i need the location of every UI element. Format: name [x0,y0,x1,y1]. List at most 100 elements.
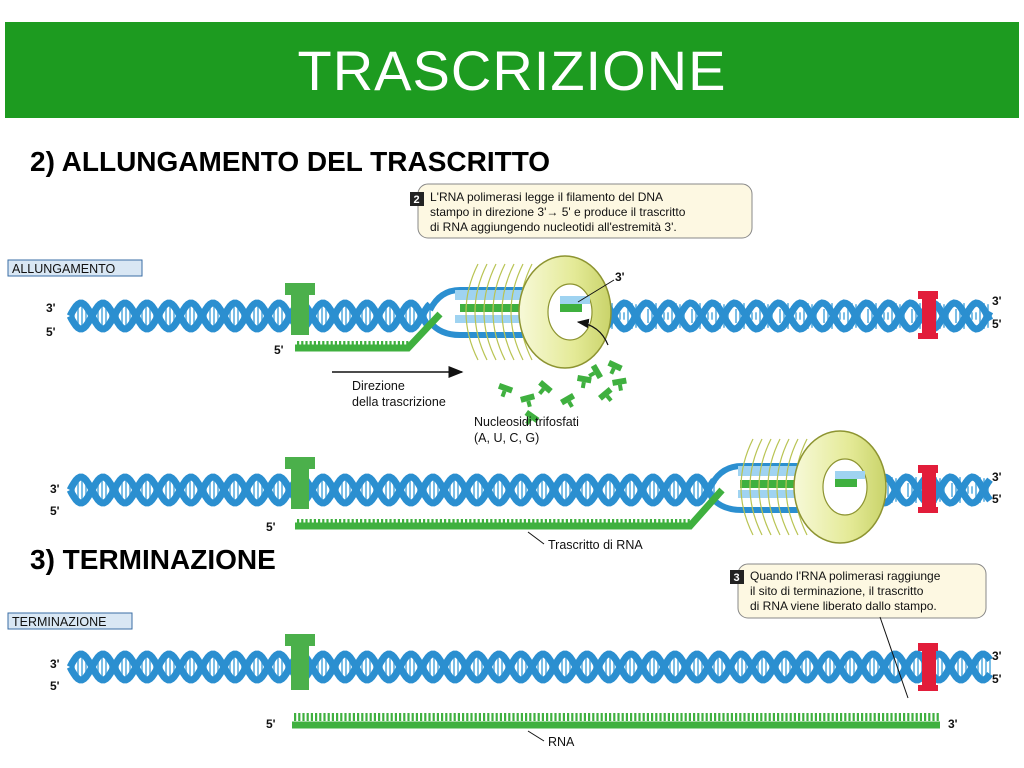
rna-nucleotide [319,713,322,721]
callout-3-line-1: Quando l'RNA polimerasi raggiunge [750,569,941,583]
rna-nucleotide [554,713,557,721]
heading-termination: 3) TERMINAZIONE [30,544,276,575]
rna-nucleotide [575,713,578,721]
row2-right-bottom-end: 5' [992,492,1002,506]
rna-nucleotide [628,519,631,527]
rna-nucleotide [634,713,637,721]
title-bar: TRASCRIZIONE [5,22,1019,118]
rna-nucleotide [441,713,444,721]
rna-nucleotide [642,713,645,721]
rna-nucleotide [322,519,325,527]
rna-nucleotide [869,713,872,721]
rna-nucleotide [452,519,455,527]
rna-nucleotide [523,519,526,527]
rna-nucleotide [507,519,510,527]
rna-nucleotide [852,713,855,721]
rna-nucleotide [814,713,817,721]
rna-nucleotide [592,713,595,721]
nucleoside-triphosphates [497,360,627,425]
rna-nucleotide [339,519,342,527]
rna-nucleotide [924,713,927,721]
rna-nucleotide [684,713,687,721]
rna-nucleotide [394,713,397,721]
rna-nucleotide [544,519,547,527]
rna-nucleotide [330,519,333,527]
rna-nucleotide [360,519,363,527]
rna-nucleotide [372,341,375,349]
rna-nucleotide [624,519,627,527]
rna-nucleotide [603,519,606,527]
rna-nucleotide [511,519,514,527]
rna-nucleotide [571,713,574,721]
callout-2-line-3: di RNA aggiungendo nucleotidi all'estrem… [430,220,677,234]
rna-nucleotide [449,713,452,721]
rna-nucleotide [305,341,308,349]
rna-nucleotide [582,519,585,527]
rna-nucleotide [894,713,897,721]
rna-nucleotide [403,713,406,721]
box-label-allungamento-text: ALLUNGAMENTO [12,262,116,276]
rna-nucleotide [343,341,346,349]
rna-nucleotide [701,713,704,721]
rna-nucleotide [672,713,675,721]
rna-nucleotide [709,713,712,721]
dna-helix-row3 [66,650,993,684]
rna-nucleotide [919,713,922,721]
rna-nucleotide [361,713,364,721]
rna-nucleotide [414,519,417,527]
rna-nucleotide [393,519,396,527]
rna-nucleotide [928,713,931,721]
rna-nucleotide [313,519,316,527]
rna-nucleotide [410,519,413,527]
callout-badge-2 [410,192,424,206]
rna-nucleotide [309,341,312,349]
rna-nucleotide [322,341,325,349]
rna-nucleotide [557,519,560,527]
row3-left-top-end: 3' [50,657,60,671]
rna-nucleotide [457,713,460,721]
polymerase-motion-arc [465,263,479,361]
rna-nucleotide [456,519,459,527]
row2-rna-5prime: 5' [266,520,276,534]
rna-nucleotide [369,713,372,721]
rna-nucleotide [453,713,456,721]
rna-nucleotide [378,713,381,721]
row3-left-bottom-end: 5' [50,679,60,693]
rna-nucleotide [532,519,535,527]
rna-nucleotide [588,713,591,721]
rna-nucleotide [756,713,759,721]
rna-nucleotide [621,713,624,721]
rna-nucleotide [418,519,421,527]
slide-title: TRASCRIZIONE [297,38,727,102]
rna-nucleotide [591,519,594,527]
rna-nucleotide [397,341,400,349]
rna-nucleotide [751,713,754,721]
row3-right-top-end: 3' [992,649,1002,663]
polymerase-motion-arc [483,263,497,361]
rna-nucleotide [313,341,316,349]
rna-transcript-label: Trascritto di RNA [548,538,643,552]
rna-nucleotide [382,713,385,721]
polymerase-motion-arc [474,263,488,361]
rna-nucleotide [683,519,686,527]
direction-label-2: della trascrizione [352,395,446,409]
row2-right-top-end: 3' [992,470,1002,484]
polymerase-motion-arc [501,263,515,361]
callout-3-line-3: di RNA viene liberato dallo stampo. [750,599,937,613]
callout-elongation: 2 L'RNA polimerasi legge il filamento de… [410,183,753,239]
rna-nucleotide [448,519,451,527]
row1-right-bottom-end: 5' [992,317,1002,331]
rna-nucleotide [649,519,652,527]
rna-nucleotide [339,341,342,349]
rna-nucleotide [798,713,801,721]
rna-nucleotide [352,713,355,721]
rna-nucleotide [477,519,480,527]
rna-nucleotide [376,341,379,349]
rna-nucleotide [553,519,556,527]
rna-nucleotide [645,519,648,527]
rna-nucleotide [599,519,602,527]
rna-nucleotide [390,713,393,721]
rna-nucleotide [641,519,644,527]
rna-nucleotide [499,713,502,721]
rna-nucleotide [819,713,822,721]
